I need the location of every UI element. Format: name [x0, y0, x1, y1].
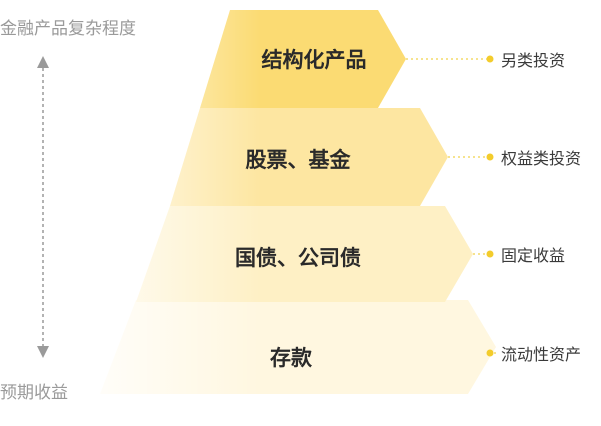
category-label-2: 权益类投资 — [501, 149, 582, 168]
left-fade-overlay — [60, 0, 260, 426]
category-label-4: 流动性资产 — [501, 345, 582, 364]
category-label-1: 另类投资 — [501, 51, 566, 70]
dot-1 — [486, 55, 494, 63]
complexity-axis-label: 金融产品复杂程度 — [0, 19, 136, 39]
tier-3-label: 国债、公司债 — [235, 246, 361, 270]
tier-4-label: 存款 — [270, 346, 312, 370]
dot-3 — [486, 250, 494, 258]
tier-2-label: 股票、基金 — [245, 148, 351, 172]
tier-1-label: 结构化产品 — [261, 48, 367, 72]
category-label-3: 固定收益 — [501, 246, 566, 265]
dot-2 — [486, 153, 494, 161]
dot-4 — [486, 349, 494, 357]
expected-return-axis-label: 预期收益 — [0, 383, 68, 403]
